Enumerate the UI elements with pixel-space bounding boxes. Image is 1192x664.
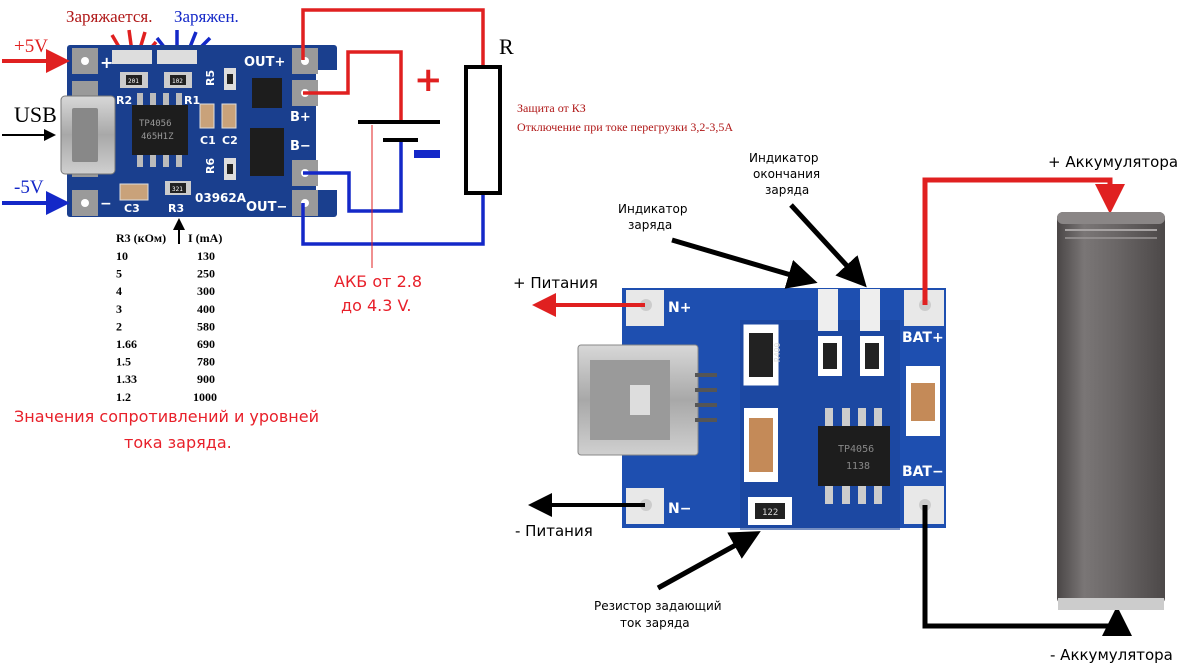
table-cell-current: 130 bbox=[197, 249, 215, 263]
table-caption-line2: тока заряда. bbox=[124, 433, 232, 452]
battery-caption-line2: до 4.3 V. bbox=[341, 296, 411, 315]
pin-label-out-minus: OUT− bbox=[246, 200, 287, 215]
label-charge-indicator-line1: Индикатор bbox=[618, 202, 687, 216]
led-end-indicator bbox=[860, 289, 880, 331]
chip-tp4056-right: TP4056 1138 bbox=[818, 408, 890, 504]
svg-text:1138: 1138 bbox=[846, 461, 870, 472]
label-plus-power: + Питания bbox=[513, 274, 598, 292]
table-cell-current: 580 bbox=[197, 319, 215, 333]
led-charging bbox=[112, 50, 152, 64]
label-resistor-line2: ток заряда bbox=[620, 616, 690, 630]
label-plus-battery: + Аккумулятора bbox=[1048, 153, 1178, 171]
svg-text:TP4056: TP4056 bbox=[139, 119, 172, 129]
led-charge-indicator bbox=[818, 289, 838, 331]
pin-label-b-minus: B− bbox=[290, 139, 311, 154]
svg-text:R400: R400 bbox=[773, 343, 782, 362]
table-cell-current: 400 bbox=[197, 302, 215, 316]
label-end-indicator-line2: окончания bbox=[753, 167, 820, 181]
pin-label-b-plus: B+ bbox=[290, 110, 311, 125]
table-cell-current: 300 bbox=[197, 284, 215, 298]
wire-b-minus bbox=[303, 141, 403, 213]
label-resistor-r: R bbox=[499, 34, 514, 59]
label-minus5v: -5V bbox=[14, 177, 44, 198]
label-end-indicator-line3: заряда bbox=[765, 183, 809, 197]
label-charged: Заряжен. bbox=[174, 7, 239, 26]
table-header-r3: R3 (кОм) bbox=[116, 231, 166, 245]
pin-label-bat-plus: BAT+ bbox=[902, 330, 944, 346]
battery-plus-sign: + bbox=[414, 60, 443, 100]
table-cell-r3: 4 bbox=[116, 284, 122, 298]
svg-text:122: 122 bbox=[762, 508, 778, 518]
wire-out-plus bbox=[301, 8, 485, 66]
svg-text:R3: R3 bbox=[168, 202, 184, 215]
svg-text:C1: C1 bbox=[200, 134, 216, 147]
arrow-end-indicator bbox=[789, 203, 867, 288]
battery-caption-line1: АКБ от 2.8 bbox=[334, 272, 422, 291]
table-caption-line1: Значения сопротивлений и уровней bbox=[14, 407, 319, 426]
table-cell-r3: 5 bbox=[116, 267, 122, 281]
table-cell-r3: 1.33 bbox=[116, 372, 137, 386]
led-charged bbox=[157, 50, 197, 64]
table-cell-r3: 10 bbox=[116, 249, 128, 263]
battery-minus-sign bbox=[414, 150, 440, 158]
pin-label-minus: − bbox=[100, 196, 112, 212]
svg-text:C2: C2 bbox=[222, 134, 238, 147]
pin-label-plus: + bbox=[100, 53, 113, 72]
pin-label-bat-minus: BAT− bbox=[902, 464, 944, 480]
svg-text:102: 102 bbox=[172, 78, 183, 85]
protection-line2: Отключение при токе перегрузки 3,2-3,5А bbox=[517, 120, 733, 134]
wire-out-minus bbox=[301, 194, 485, 246]
left-diagram: Заряжается. Заряжен. 201 bbox=[2, 7, 733, 452]
table-cell-current: 690 bbox=[197, 337, 215, 351]
label-minus-power: - Питания bbox=[515, 522, 593, 540]
svg-text:465H1Z: 465H1Z bbox=[141, 132, 174, 142]
table-cell-r3: 2 bbox=[116, 319, 122, 333]
svg-text:R2: R2 bbox=[116, 94, 132, 107]
svg-text:C3: C3 bbox=[124, 202, 140, 215]
label-end-indicator-line1: Индикатор bbox=[749, 151, 818, 165]
table-cell-current: 780 bbox=[197, 355, 215, 369]
arrow-charge-indicator bbox=[671, 237, 818, 289]
table-cell-current: 250 bbox=[197, 267, 215, 281]
table-cell-r3: 1.5 bbox=[116, 355, 131, 369]
wire-b-plus bbox=[303, 50, 403, 120]
table-cell-r3: 3 bbox=[116, 302, 122, 316]
protection-line1: Защита от КЗ bbox=[517, 101, 586, 115]
wire-bat-plus bbox=[922, 177, 1125, 305]
table-cell-r3: 1.66 bbox=[116, 337, 137, 351]
wire-bat-minus bbox=[922, 505, 1132, 636]
svg-text:TP4056: TP4056 bbox=[838, 444, 874, 455]
svg-text:R6: R6 bbox=[204, 158, 217, 174]
mini-usb-connector bbox=[577, 344, 717, 456]
svg-text:R5: R5 bbox=[204, 70, 217, 86]
label-usb: USB bbox=[14, 102, 57, 127]
right-diagram: R400 TP4056 1138 122 N+ N− BAT+ BAT− bbox=[513, 151, 1178, 664]
svg-text:321: 321 bbox=[172, 186, 183, 193]
svg-text:201: 201 bbox=[128, 78, 139, 85]
board-id: 03962A bbox=[195, 191, 247, 205]
label-plus5v: +5V bbox=[14, 36, 48, 57]
battery-18650 bbox=[1057, 212, 1165, 610]
label-charging: Заряжается. bbox=[66, 7, 152, 26]
arrow-prog-resistor bbox=[656, 531, 761, 591]
pin-label-n-minus: N− bbox=[668, 501, 691, 517]
table-cell-current: 900 bbox=[197, 372, 215, 386]
label-resistor-line1: Резистор задающий bbox=[594, 599, 722, 613]
table-cell-r3: 1.2 bbox=[116, 390, 131, 404]
table-cell-current: 1000 bbox=[193, 390, 217, 404]
table-header-i: I (mA) bbox=[188, 231, 222, 245]
svg-text:R1: R1 bbox=[184, 94, 200, 107]
r3-current-table: R3 (кОм) I (mA) 10 130 5 250 4 300 3 400 2 580 1.6… bbox=[116, 231, 222, 404]
label-charge-indicator-line2: заряда bbox=[628, 218, 672, 232]
pin-label-out-plus: OUT+ bbox=[244, 55, 285, 70]
load-resistor bbox=[464, 65, 502, 195]
label-minus-battery: - Аккумулятора bbox=[1050, 646, 1173, 664]
chip-tp4056-left: TP4056 465H1Z bbox=[132, 93, 188, 167]
pin-label-n-plus: N+ bbox=[668, 300, 691, 316]
